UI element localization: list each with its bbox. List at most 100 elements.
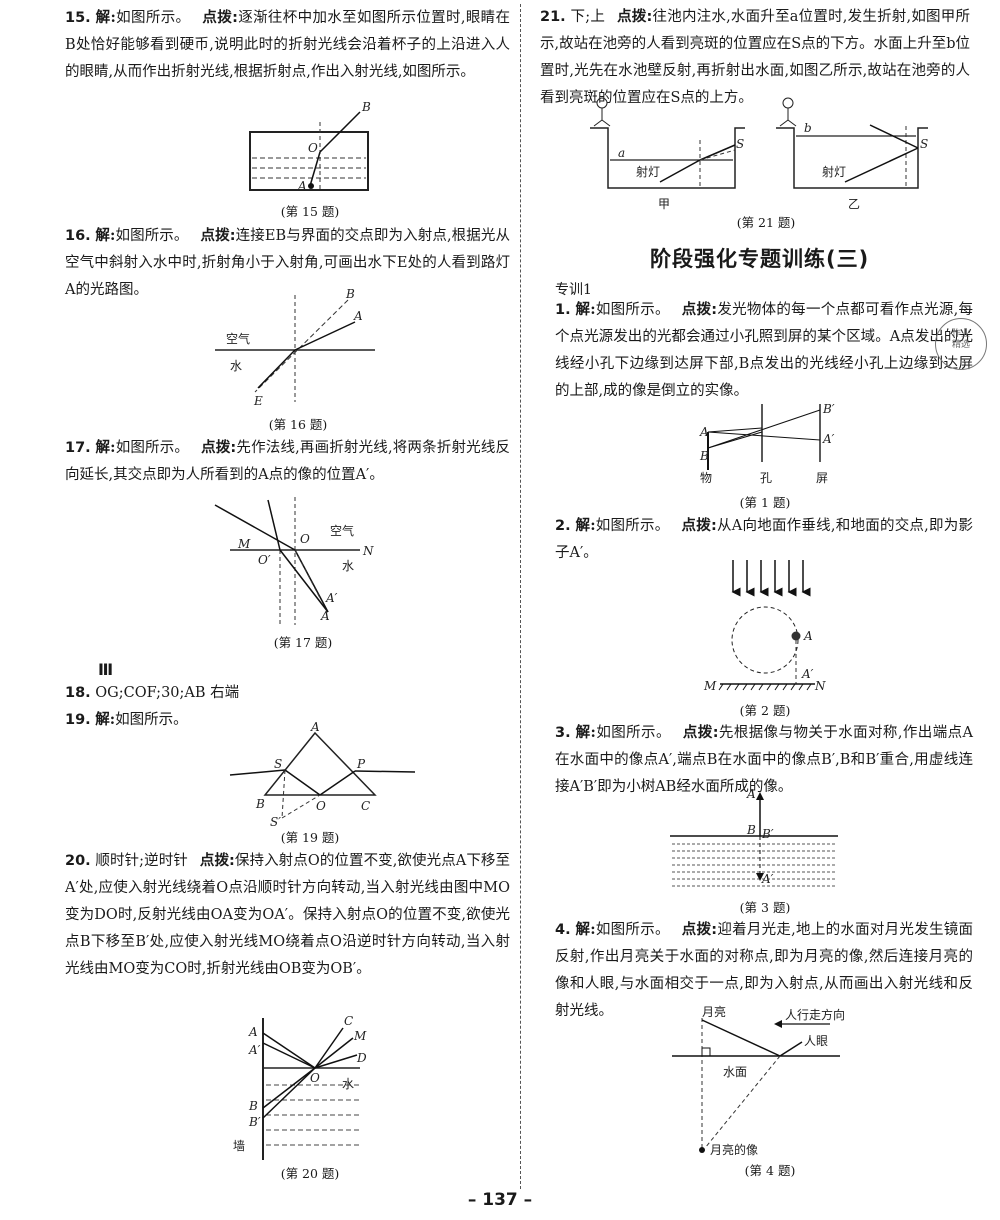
label-water-surface: 水面	[723, 1065, 747, 1079]
question-19: 19. 解:如图所示。	[65, 706, 510, 734]
caption-15: (第 15 题)	[280, 204, 340, 219]
question-number: 18.	[65, 685, 91, 701]
question-number: 17.	[65, 440, 91, 456]
question-21: 21. 下;上点拨:往池内注水,水面升至a位置时,发生折射,如图甲所示,故站在池…	[540, 4, 970, 112]
section-mark: Ⅲ	[98, 660, 114, 679]
label-A: A	[699, 425, 709, 439]
tip-text: 从A向地面作垂线,和地面的交点,即为影子A′。	[555, 518, 973, 561]
label-moon: 月亮	[702, 1004, 726, 1019]
problem-3: 3. 解:如图所示。点拨:先根据像与物关于水面对称,作出端点A在水面中的像点A′…	[555, 719, 973, 801]
tip-text: 往池内注水,水面升至a位置时,发生折射,如图甲所示,故站在池旁的人看到亮斑的位置…	[540, 9, 970, 106]
caption-p4: (第 4 题)	[744, 1163, 796, 1178]
question-number: 19.	[65, 712, 91, 728]
label-B: B	[699, 449, 709, 463]
label-P: P	[356, 757, 366, 771]
tip-label: 点拨:	[202, 10, 238, 26]
label-A: A	[803, 629, 813, 643]
label-b: b	[804, 121, 812, 135]
question-18: 18. OG;COF;30;AB 右端	[65, 680, 510, 707]
label-moon-image: 月亮的像	[710, 1142, 758, 1157]
figure-19: A S P B O C S′	[229, 720, 416, 829]
problem-1: 1. 解:如图所示。点拨:发光物体的每一个点都可看作点光源,每个点光源发出的光都…	[555, 296, 973, 405]
answer-text: 如图所示。	[115, 712, 188, 728]
label-water: 水	[342, 1077, 354, 1091]
label-object: 物	[700, 471, 712, 485]
answer-text: 如图所示。	[595, 922, 670, 938]
question-number: 1.	[555, 302, 571, 318]
problem-4: 4. 解:如图所示。点拨:迎着月光走,地上的水面对月光发生镜面反射,作出月亮关于…	[555, 916, 973, 1025]
label-hole: 孔	[760, 471, 772, 485]
tip-label: 点拨:	[617, 9, 653, 25]
answer-text: 顺时针;逆时针	[95, 853, 188, 869]
answer-label: 解:	[95, 9, 116, 26]
caption-p3: (第 3 题)	[739, 900, 791, 915]
label-N: N	[814, 679, 826, 693]
question-number: 4.	[555, 922, 571, 938]
section-title: 阶段强化专题训练(三)	[650, 247, 870, 271]
label-A: A	[248, 1025, 258, 1039]
label-A: A	[320, 609, 330, 623]
tip-label: 点拨:	[681, 302, 718, 318]
label-S: S	[274, 757, 282, 771]
figure-20: A A′ C M D O B B′ 水 墙	[233, 1014, 367, 1160]
label-O: O	[300, 532, 310, 546]
label-A: A	[310, 720, 320, 734]
label-O: O	[310, 1071, 320, 1085]
page-number: – 137 –	[467, 1190, 533, 1210]
figure-21-jia: a S 射灯 甲	[590, 97, 745, 211]
tip-text: 逐渐往杯中加水至如图所示位置时,眼睛在B处恰好能够看到硬币,说明此时的折射光线会…	[65, 10, 510, 80]
figure-p2: A A′ M N	[703, 560, 826, 693]
question-number: 16.	[65, 228, 91, 244]
tip-label: 点拨:	[199, 853, 235, 869]
label-O-prime: O′	[258, 553, 271, 567]
label-O: O	[308, 141, 318, 155]
label-A-prime: A′	[761, 872, 774, 886]
question-16: 16. 解:如图所示。点拨:连接EB与界面的交点即为入射点,根据光从空气中斜射入…	[65, 222, 510, 304]
label-C: C	[344, 1014, 353, 1028]
figure-16: B A E 空气 水	[215, 287, 375, 408]
question-number: 15.	[65, 10, 91, 26]
tip-label: 点拨:	[201, 440, 237, 456]
answer-label: 解:	[95, 711, 116, 728]
tip-text: 连接EB与界面的交点即为入射点,根据光从空气中斜射入水中时,折射角小于入射角,可…	[65, 228, 510, 298]
label-O: O	[316, 799, 326, 813]
figure-p3: A B B′ A′	[670, 787, 838, 887]
label-walk-direction: 人行走方向	[785, 1007, 845, 1022]
answer-text: 如图所示。	[595, 725, 671, 741]
label-yi: 乙	[848, 197, 860, 211]
caption-17: (第 17 题)	[273, 635, 333, 650]
tip-text: 迎着月光走,地上的水面对月光发生镜面反射,作出月亮关于水面的对称点,即为月亮的像…	[555, 922, 974, 1019]
answer-text: 如图所示。	[115, 440, 190, 456]
label-B-prime: B′	[248, 1115, 261, 1129]
answer-label: 解:	[575, 517, 596, 534]
question-17: 17. 解:如图所示。点拨:先作法线,再画折射光线,将两条折射光线反向延长,其交…	[65, 434, 510, 489]
label-A-prime: A′	[801, 667, 814, 681]
label-B-prime: B′	[761, 827, 774, 841]
answer-text: 如图所示。	[595, 302, 670, 318]
label-M: M	[237, 537, 251, 551]
tip-text: 保持入射点O的位置不变,欲使光点A下移至A′处,应使入射光线绕着O点沿顺时针方向…	[65, 853, 510, 977]
tip-label: 点拨:	[681, 922, 718, 938]
label-S: S	[736, 137, 744, 151]
figure-p1: A B B′ A′ 物 孔 屏	[699, 402, 835, 485]
label-M: M	[353, 1029, 367, 1043]
tip-label: 点拨:	[681, 518, 717, 534]
tip-text: 先根据像与物关于水面对称,作出端点A在水面中的像点A′,端点B在水面中的像点B′…	[555, 725, 973, 795]
question-number: 2.	[555, 518, 571, 534]
label-M: M	[703, 679, 717, 693]
tip-text: 发光物体的每一个点都可看作点光源,每个点光源发出的光都会通过小孔照到屏的某个区域…	[555, 302, 974, 399]
question-20: 20. 顺时针;逆时针点拨:保持入射点O的位置不变,欲使光点A下移至A′处,应使…	[65, 848, 510, 983]
figure-17: M N O O′ A′ A 空气 水	[214, 497, 374, 625]
answer-text: 如图所示。	[115, 10, 191, 26]
caption-19: (第 19 题)	[280, 830, 340, 845]
answer-label: 解:	[575, 724, 596, 741]
label-a: a	[618, 146, 625, 160]
tip-label: 点拨:	[682, 725, 719, 741]
label-water: 水	[230, 359, 242, 373]
label-lamp: 射灯	[822, 164, 846, 179]
answer-text: 下;上	[570, 9, 606, 25]
question-number: 3.	[555, 725, 571, 741]
tip-text: 先作法线,再画折射光线,将两条折射光线反向延长,其交点即为人所看到的A点的像的位…	[65, 440, 510, 483]
answer-label: 解:	[95, 227, 116, 244]
label-screen: 屏	[816, 471, 828, 485]
